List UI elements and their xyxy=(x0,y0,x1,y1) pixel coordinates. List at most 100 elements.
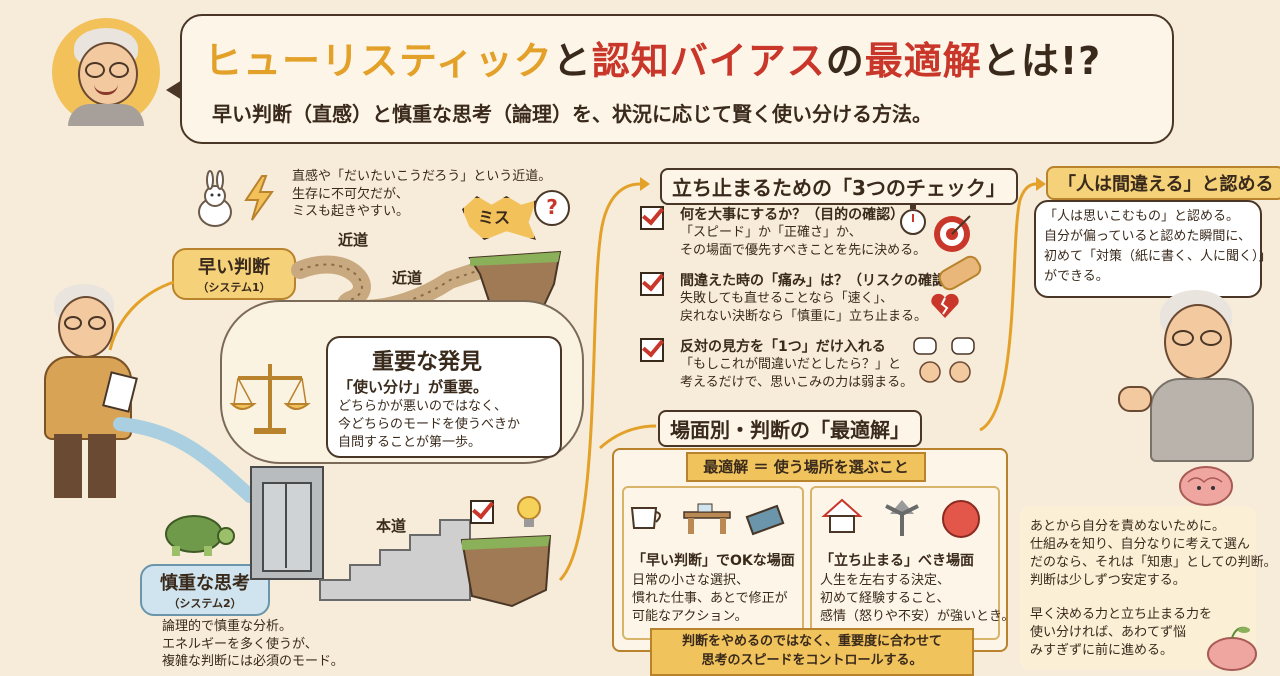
admit-line2: 自分が偏っていると認めた瞬間に、 xyxy=(1044,229,1251,244)
closing-line1: あとから自分を責めないために。 xyxy=(1030,519,1226,534)
connector-scene xyxy=(598,420,660,450)
check-item-line1: 「もしこれが間違いだとしたら？」と xyxy=(680,357,902,372)
discovery-box: 重要な発見 「使い分け」が重要。 どちらかが悪いのではなく、 今どちらのモードを… xyxy=(326,336,562,458)
scene-right: 「立ち止まる」べき場面 人生を左右する決定、 初めて経験すること、 感情（怒りや… xyxy=(810,486,1014,640)
slow-note: 論理的で慎重な分析。 エネルギーを多く使うが、 複雑な判断には必須のモード。 xyxy=(162,618,392,671)
check-item-line1: 「スピード」か「正確さ」か、 xyxy=(680,225,862,240)
elevator-icon xyxy=(250,466,324,580)
plateau xyxy=(460,530,552,608)
scene-banner: 最適解 ＝ 使う場所を選ぶこと xyxy=(686,452,926,482)
scene-right-line2: 初めて経験すること、 xyxy=(820,591,950,606)
scene-left-title: 「早い判断」でOKな場面 xyxy=(632,553,795,569)
admit-box: 「人は思いこむもの」と認める。 自分が偏っていると認めた瞬間に、 初めて「対策（… xyxy=(1034,200,1272,298)
scene-heading: 場面別・判断の「最適解」 xyxy=(658,410,922,447)
fast-note-line3: ミスも起きやすい。 xyxy=(292,204,410,220)
broken-heart-icon xyxy=(930,292,960,320)
check-item-title: 反対の見方を「1つ」だけ入れる xyxy=(680,339,886,355)
scene-right-line1: 人生を左右する決定、 xyxy=(820,573,951,588)
admit-heading: 「人は間違える」と認める xyxy=(1046,166,1280,200)
connector-admit xyxy=(979,177,1046,440)
scene-left-line1: 日常の小さな選択、 xyxy=(632,573,750,588)
river xyxy=(113,417,260,503)
eraser-icon xyxy=(745,504,785,536)
closing-line7: みすぎずに前に進める。 xyxy=(1030,643,1174,658)
check-item-1: 何を大事にするか？（目的の確認） 「スピード」か「正確さ」か、 その場面で優先す… xyxy=(640,204,980,266)
discovery-line1: どちらかが悪いのではなく、 xyxy=(338,399,508,414)
scale-icon xyxy=(229,358,311,438)
fast-note-line1: 直感や「だいたいこうだろう」という近道。 xyxy=(292,169,552,184)
discovery-line2: 今どちらのモードを使うべきか xyxy=(338,417,521,432)
scene-left-line3: 可能なアクション。 xyxy=(632,609,748,624)
slow-note-line2: エネルギーを多く使うが、 xyxy=(162,636,318,652)
coffee-icon xyxy=(630,502,666,532)
scene-bottom-line1: 判断をやめるのではなく、重要度に合わせて xyxy=(681,634,942,649)
lightning-icon xyxy=(244,175,274,221)
connector-fast xyxy=(108,270,180,351)
target-icon xyxy=(932,214,972,254)
scene-left: 「早い判断」でOKな場面 日常の小さな選択、 慣れた仕事、あとで修正が 可能なア… xyxy=(622,486,804,640)
admit-line4: ができる。 xyxy=(1044,269,1109,284)
slow-tag-label: 慎重な思考 xyxy=(160,573,250,594)
rabbit-icon xyxy=(190,170,240,228)
header-bubble-tail xyxy=(166,80,182,100)
header-bubble: ヒューリスティックと認知バイアスの最適解とは!? 早い判断（直感）と慎重な思考（… xyxy=(180,14,1174,144)
fast-tag-sub: （システム1） xyxy=(197,281,271,294)
fast-note-line2: 生存に不可欠だが、 xyxy=(292,186,409,202)
path-label-1: 近道 xyxy=(338,231,369,249)
connector-checks xyxy=(558,177,650,600)
closing-line3: だのなら、それは「知恵」としての判断。 xyxy=(1030,555,1277,570)
scene-right-title: 「立ち止まる」べき場面 xyxy=(820,553,974,569)
slow-note-line3: 複雑な判断には必須のモード。 xyxy=(162,654,344,670)
title-part-optimal: 最適解 xyxy=(864,39,982,83)
fast-tag-label: 早い判断 xyxy=(198,257,270,278)
check-item-line2: 戻れない決断なら「慎重に」立ち止まる。 xyxy=(680,309,928,324)
turtle-icon xyxy=(156,508,236,558)
stopwatch-icon xyxy=(898,204,928,236)
title-part-towa: とは!? xyxy=(981,39,1102,83)
closing-line5: 早く決める力と立ち止まる力を xyxy=(1030,607,1213,622)
discovery-line3: 自問することが第一歩。 xyxy=(338,435,482,450)
avatar-top xyxy=(52,18,160,126)
two-people-icon xyxy=(912,336,982,392)
closing-line2: 仕組みを知り、自分なりに考えて選ん xyxy=(1030,537,1250,552)
checks-heading: 立ち止まるための「3つのチェック」 xyxy=(660,168,1018,205)
fast-note: 直感や「だいたいこうだろう」という近道。 生存に不可欠だが、 ミスも起きやすい。 xyxy=(292,168,562,221)
title-part-heuristic: ヒューリスティック xyxy=(204,39,553,83)
brain-icon xyxy=(1176,462,1236,508)
person-right xyxy=(1118,290,1260,462)
fast-tag: 早い判断 （システム1） xyxy=(172,248,296,300)
path-label-2: 近道 xyxy=(392,269,423,287)
checkbox-icon xyxy=(640,272,664,296)
title-part-no: の xyxy=(825,39,865,83)
check-item-title: 何を大事にするか？（目的の確認） xyxy=(680,207,905,223)
question-icon: ? xyxy=(534,190,570,226)
miss-label: ミス xyxy=(478,208,511,227)
scene-right-line3: 感情（怒りや不安）が強いとき。 xyxy=(820,609,1015,624)
scene-bottom-line2: 思考のスピードをコントロールする。 xyxy=(701,653,923,668)
page-title: ヒューリスティックと認知バイアスの最適解とは!? xyxy=(204,30,1101,85)
scene-left-line2: 慣れた仕事、あとで修正が xyxy=(632,591,788,606)
title-part-cognitive: 認知 xyxy=(591,39,670,83)
checkbox-goal-icon xyxy=(470,500,494,528)
closing-line4: 判断は少しずつ安定する。 xyxy=(1030,573,1186,588)
lightbulb-icon xyxy=(514,494,544,534)
slow-tag-sub: （システム2） xyxy=(168,597,242,610)
check-item-3: 反対の見方を「1つ」だけ入れる 「もしこれが間違いだとしたら？」と 考えるだけで… xyxy=(640,336,980,398)
check-item-line2: 考えるだけで、思いこみの力は弱まる。 xyxy=(680,375,914,390)
crossroads-icon xyxy=(882,498,922,536)
discovery-title: 重要な発見 xyxy=(372,350,483,375)
main-path-label: 本道 xyxy=(376,517,407,535)
check-item-title: 間違えた時の「痛み」は？（リスクの確認） xyxy=(680,273,960,289)
closing-line6: 使い分ければ、あわてず悩 xyxy=(1030,625,1187,640)
checkbox-icon xyxy=(640,338,664,362)
page-subtitle: 早い判断（直感）と慎重な思考（論理）を、状況に応じて賢く使い分ける方法。 xyxy=(212,102,932,126)
title-part-bias: バイアス xyxy=(669,39,826,83)
house-icon xyxy=(821,498,863,534)
discovery-highlight: 「使い分け」が重要。 xyxy=(338,378,489,396)
admit-line1: 「人は思いこむもの」と認める。 xyxy=(1044,209,1240,224)
angry-face-icon xyxy=(942,500,980,538)
admit-line3: 初めて「対策（紙に書く、人に聞く）」 xyxy=(1044,249,1272,264)
person-left xyxy=(36,284,138,504)
slow-note-line1: 論理的で慎重な分析。 xyxy=(162,619,293,634)
check-item-2: 間違えた時の「痛み」は？（リスクの確認） 失敗しても直せることなら「速く」、 戻… xyxy=(640,270,980,332)
